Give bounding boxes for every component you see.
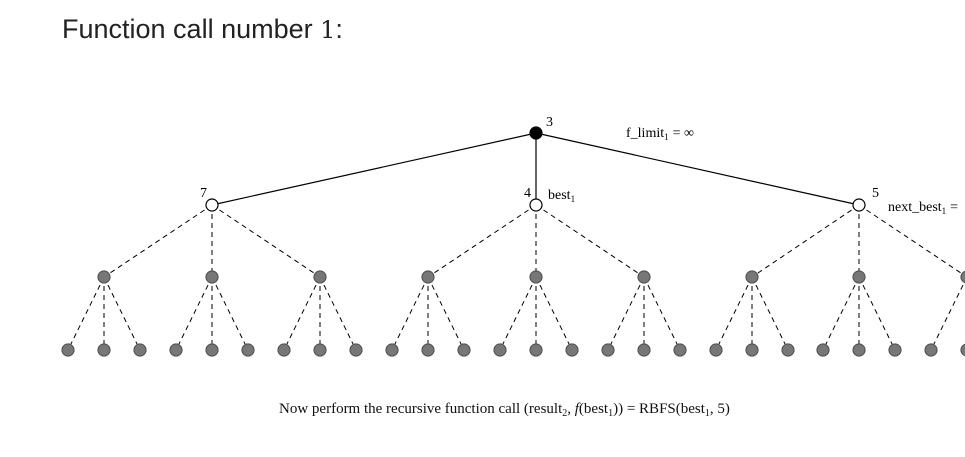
unexpanded-node [816,343,830,357]
page-title: Function call number 1: [62,14,343,45]
next-best-text: next_best [888,200,942,215]
tree-edge-dashed [751,276,789,351]
unexpanded-node [349,343,363,357]
unexpanded-node [745,270,759,284]
unexpanded-node [745,343,759,357]
caption-result: result [528,401,563,417]
tree-edge-dashed [751,204,860,278]
unexpanded-node [888,343,902,357]
tree-edge-dashed [103,204,213,278]
tree-edge-dashed [319,276,357,351]
tree-edge-dashed [391,276,429,351]
tree-nodes [61,126,965,357]
caption-arg-best: best [680,401,705,417]
caption-result-sub: 2 [562,408,568,419]
unexpanded-node [385,343,399,357]
unexpanded-node [637,270,651,284]
tree-edge-dashed [930,279,965,351]
f-limit-subscript: 1 [664,132,669,142]
unexpanded-node [97,270,111,284]
unexpanded-node [960,270,965,284]
caption-arg-best-sub: 1 [704,408,710,419]
tree-edge-dashed [822,276,860,351]
tree-edge-dashed [283,276,321,351]
unexpanded-node [169,343,183,357]
caption-arg-value: , 5) [709,401,730,417]
unexpanded-node [97,343,111,357]
title-suffix: : [335,14,343,44]
tree-edge-root-child-1 [211,132,537,206]
unexpanded-node [781,343,795,357]
next-best-subscript: 1 [942,206,947,216]
caption-math: (result2, f(best1)) = RBFS(best1, 5) [523,401,730,419]
recursive-call-caption: Now perform the recursive function call … [279,401,730,419]
child-right-value-label: 5 [872,186,879,201]
unexpanded-node [852,270,866,284]
tree-edge-dashed [715,276,753,351]
unexpanded-node [924,343,938,357]
unexpanded-node [421,270,435,284]
tree-edge-dashed [67,276,105,351]
unexpanded-node [529,270,543,284]
f-limit-value: = ∞ [673,126,694,141]
tree-edge-dashed [211,204,321,278]
tree-edge-dashed [427,204,537,278]
tree-edge-dashed [175,276,213,351]
unexpanded-node [960,343,965,357]
tree-edge-dashed [535,276,573,351]
root-node [529,126,543,140]
tree-edge-dashed [607,276,645,351]
call-number: 1 [320,16,336,44]
f-limit-annotation: f_limit1 = ∞ [626,126,694,142]
child-left-value-label: 7 [200,186,207,201]
best-subscript: 1 [571,194,576,204]
unexpanded-node [205,270,219,284]
best-annotation: best1 [548,188,575,204]
unexpanded-node [205,343,219,357]
next-best-annotation: next_best1= [888,200,958,216]
unexpanded-node [565,343,579,357]
unexpanded-node [61,343,75,357]
unexpanded-node [709,343,723,357]
caption-best: best [583,401,609,417]
unexpanded-node [133,343,147,357]
unexpanded-node [493,343,507,357]
unexpanded-node [601,343,615,357]
root-value-label: 3 [546,115,553,130]
child-node-1 [205,198,219,212]
f-limit-text: f_limit [626,126,664,141]
caption-equals: = RBFS( [626,401,681,417]
unexpanded-node [421,343,435,357]
tree-edge-dashed [427,276,465,351]
unexpanded-node [673,343,687,357]
unexpanded-node [313,270,327,284]
unexpanded-node [529,343,543,357]
best-text: best [548,188,571,203]
tree-edge-dashed [499,276,537,351]
caption-best-sub: 1 [608,408,614,419]
unexpanded-node [241,343,255,357]
child-middle-value-label: 4 [524,186,531,201]
unexpanded-node [277,343,291,357]
tree-edge-dashed [535,204,645,278]
tree-edge-dashed [211,276,249,351]
caption-f: f [574,401,579,417]
unexpanded-node [852,343,866,357]
child-node-2 [529,198,543,212]
tree-edge-root-child-3 [535,132,860,206]
child-node-3 [852,198,866,212]
tree-edge-dashed [858,276,896,351]
tree-edges [67,132,965,351]
tree-edge-dashed [643,276,681,351]
unexpanded-node [457,343,471,357]
tree-edge-dashed [103,276,141,351]
unexpanded-node [313,343,327,357]
title-prefix: Function call number [62,14,321,44]
unexpanded-node [637,343,651,357]
next-best-value: = [950,200,958,215]
tree-edge-dashed [858,204,965,277]
caption-lead: Now perform the recursive function call [279,401,524,417]
